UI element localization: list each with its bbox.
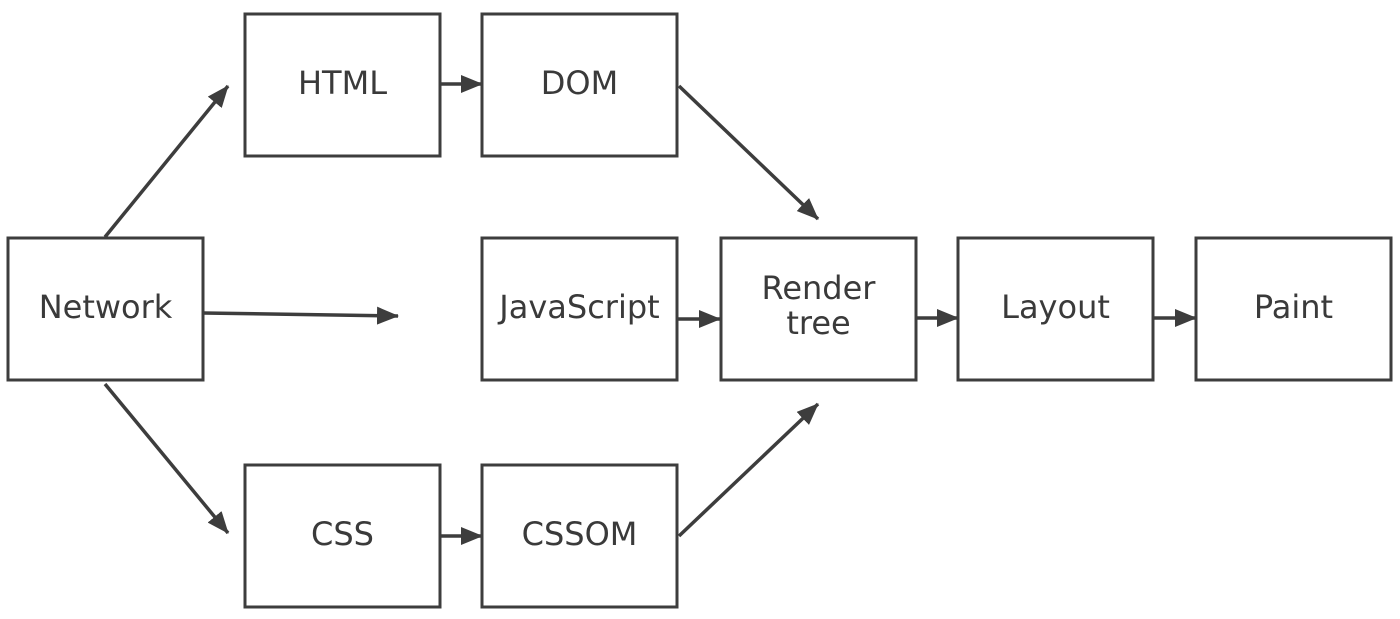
node-dom: DOM — [480, 12, 679, 158]
edge-network-to-html — [103, 84, 230, 239]
node-render-tree-label-line2: tree — [786, 304, 850, 342]
node-network-label: Network — [39, 288, 173, 326]
edge-network-to-javascript — [202, 306, 399, 325]
node-render-tree-label-line1: Render — [762, 269, 877, 307]
node-javascript: JavaScript — [480, 236, 679, 382]
node-dom-label: DOM — [541, 64, 618, 102]
node-render-tree: Render tree — [719, 236, 918, 382]
node-network: Network — [6, 236, 205, 382]
edge-network-to-css — [103, 382, 230, 535]
node-html-label: HTML — [298, 64, 387, 102]
node-paint: Paint — [1194, 236, 1393, 382]
node-css: CSS — [243, 463, 442, 609]
edge-cssom-to-render-tree — [677, 402, 820, 538]
node-cssom: CSSOM — [480, 463, 679, 609]
node-paint-label: Paint — [1254, 288, 1333, 326]
node-css-label: CSS — [311, 515, 374, 553]
node-layout-label: Layout — [1001, 288, 1110, 326]
node-cssom-label: CSSOM — [522, 515, 638, 553]
edge-dom-to-render-tree — [677, 84, 820, 221]
node-html: HTML — [243, 12, 442, 158]
node-javascript-label: JavaScript — [497, 288, 659, 326]
node-layout: Layout — [956, 236, 1155, 382]
